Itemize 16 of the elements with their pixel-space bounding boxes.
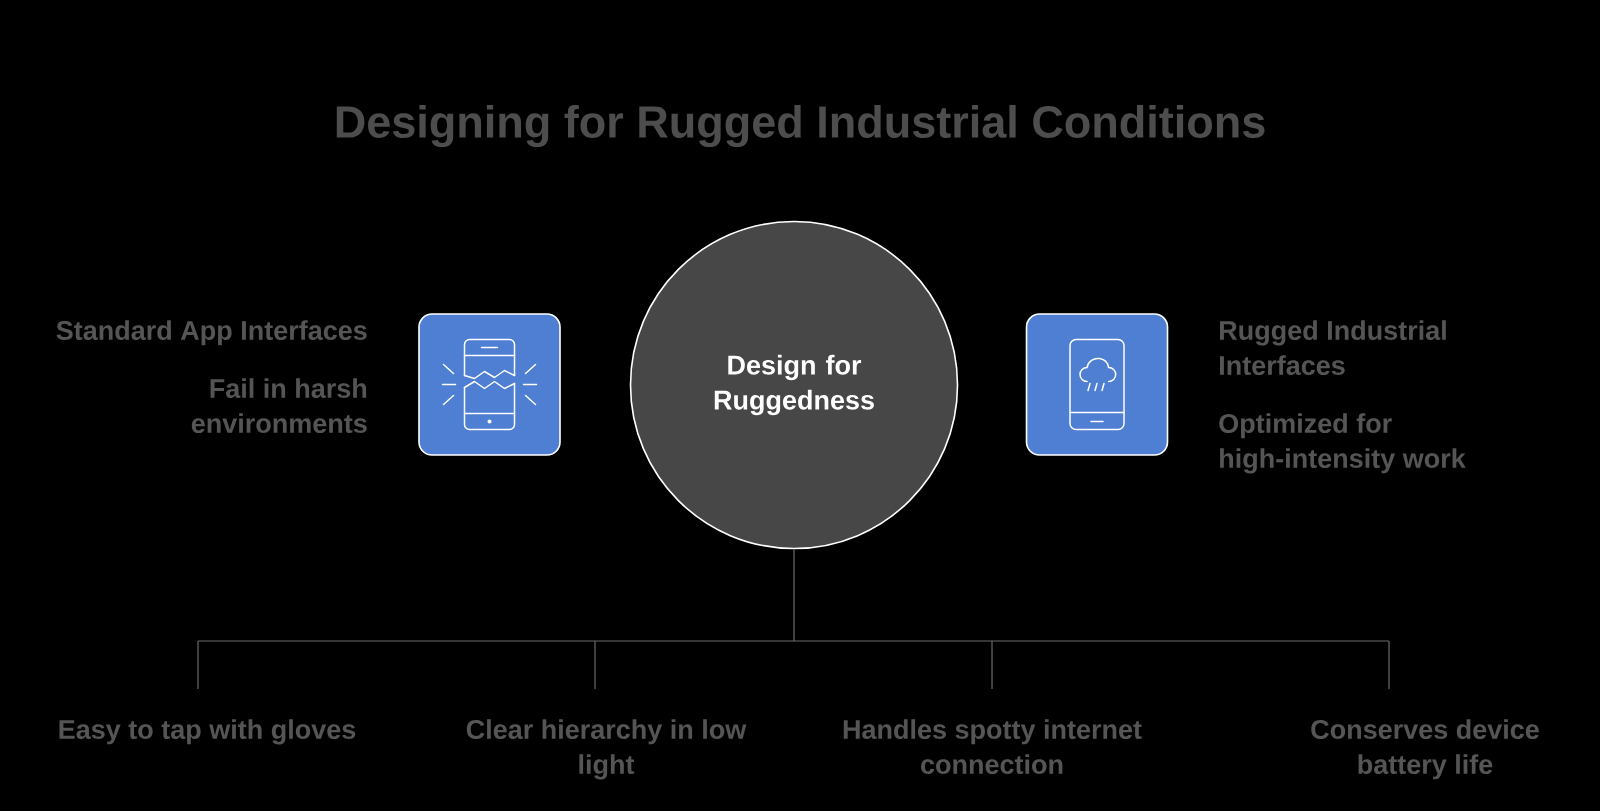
connector-line (991, 640, 993, 690)
connector-line (197, 640, 199, 690)
branch-label: Clear hierarchy in low light (466, 719, 747, 780)
branch-label: Easy to tap with gloves (59, 719, 356, 745)
branch-label: Handles spotty internet connection (843, 719, 1142, 775)
side-text: Optimized for high-intensity work (1219, 413, 1466, 474)
side-heading: Rugged Industrial Interfaces (1220, 320, 1446, 376)
icon-tile (418, 313, 561, 456)
connector-line (197, 548, 1390, 642)
branch-label: Conserves device battery life (1311, 719, 1539, 780)
connector-line (1388, 640, 1390, 690)
side-text: Fail in harsh environments (191, 378, 367, 434)
side-heading: Standard App Interfaces (56, 320, 367, 346)
title: Designing for Rugged Industrial Conditions (336, 104, 1265, 148)
connector-line (594, 640, 596, 690)
icon-tile (1025, 313, 1169, 456)
